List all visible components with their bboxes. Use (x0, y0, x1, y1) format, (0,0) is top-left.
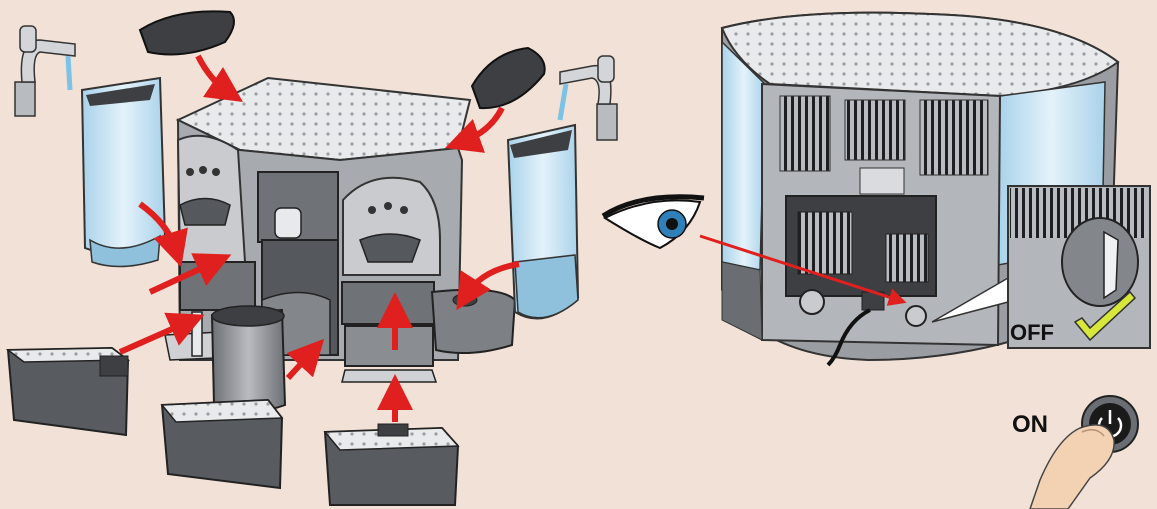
tank-lid-left (140, 11, 234, 54)
eye-icon (603, 197, 704, 248)
main-switch (906, 306, 926, 326)
on-label: ON (1012, 411, 1048, 438)
right-drip-grid (342, 370, 436, 382)
right-capsule-handle (360, 234, 420, 262)
right-drawer (342, 282, 434, 324)
faucet-icon (15, 26, 75, 116)
steam-knob (275, 208, 301, 238)
steam-wand (192, 312, 202, 356)
left-drawer (180, 262, 255, 310)
water-tank-right (508, 125, 578, 318)
off-label: OFF (1010, 320, 1054, 345)
top-grid-back (722, 13, 1118, 96)
switch-lever (1104, 232, 1118, 298)
water-tank-left (82, 78, 165, 267)
left-capsule-handle (180, 199, 230, 226)
tank-lid-right (472, 48, 545, 108)
